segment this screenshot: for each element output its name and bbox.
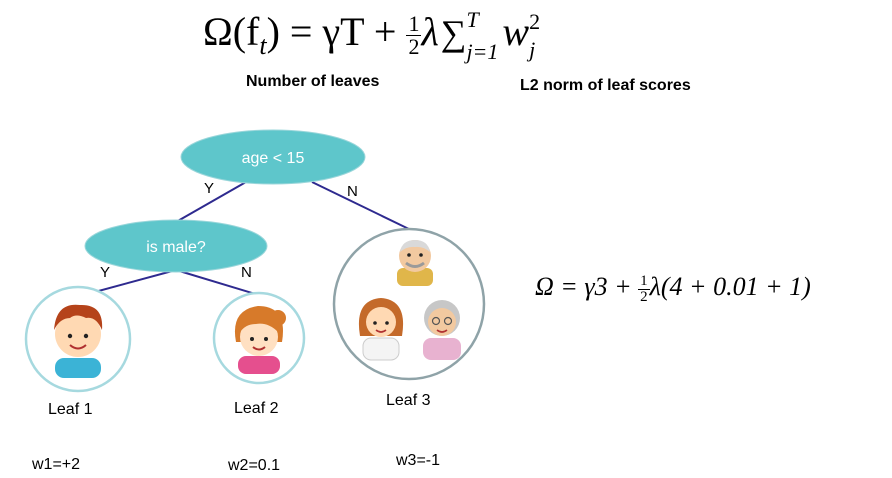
caption-l2-norm: L2 norm of leaf scores bbox=[520, 77, 691, 94]
formula-w-sub: j bbox=[529, 36, 536, 62]
inner-no-label: N bbox=[241, 264, 252, 281]
leaf2-label: Leaf 2 bbox=[234, 400, 279, 417]
inner-yes-label: Y bbox=[100, 264, 111, 281]
leaf3-weight: w3=-1 bbox=[396, 452, 441, 469]
formula-sum-lower: j=1 bbox=[466, 38, 499, 64]
inner-node-label: is male? bbox=[146, 239, 206, 256]
edge-inner-to-leaf2 bbox=[175, 269, 263, 297]
edge-root-to-inner bbox=[175, 181, 247, 223]
leaf1-weight: w1=+2 bbox=[32, 456, 81, 473]
formula-omega-f: Ω(f bbox=[203, 9, 260, 54]
formula-frac-num: 1 bbox=[406, 11, 422, 37]
example-lhs: Ω = γ3 + bbox=[535, 272, 639, 301]
formula-sum-symbol: ∑ bbox=[440, 13, 467, 53]
leaf1-boy-icon bbox=[24, 285, 132, 393]
formula-frac-den: 2 bbox=[408, 34, 420, 60]
leaf2-girl-icon bbox=[212, 291, 306, 385]
formula-subscript-t: t bbox=[259, 31, 267, 60]
formula-w-sup: 2 bbox=[529, 8, 541, 34]
caption-number-of-leaves: Number of leaves bbox=[246, 73, 380, 90]
example-frac-num: 1 bbox=[638, 272, 650, 290]
root-no-label: N bbox=[347, 183, 358, 200]
leaf3-label: Leaf 3 bbox=[386, 392, 431, 409]
edge-root-to-leaf3 bbox=[311, 181, 412, 231]
root-node bbox=[180, 129, 366, 185]
leaf2-weight: w2=0.1 bbox=[228, 457, 281, 474]
leaf1-label: Leaf 1 bbox=[48, 401, 93, 418]
formula-gamma-term: ) = γT + bbox=[266, 9, 407, 54]
root-node-label: age < 15 bbox=[242, 150, 305, 167]
inner-node bbox=[84, 219, 268, 273]
example-rhs: λ(4 + 0.01 + 1) bbox=[649, 272, 811, 301]
formula-w: w bbox=[502, 9, 530, 54]
formula-lambda: λ bbox=[421, 9, 439, 54]
leaf3-adults-icon bbox=[332, 227, 486, 381]
formula-sum-upper: T bbox=[466, 6, 479, 32]
root-yes-label: Y bbox=[204, 180, 215, 197]
example-frac-den: 2 bbox=[640, 288, 648, 305]
